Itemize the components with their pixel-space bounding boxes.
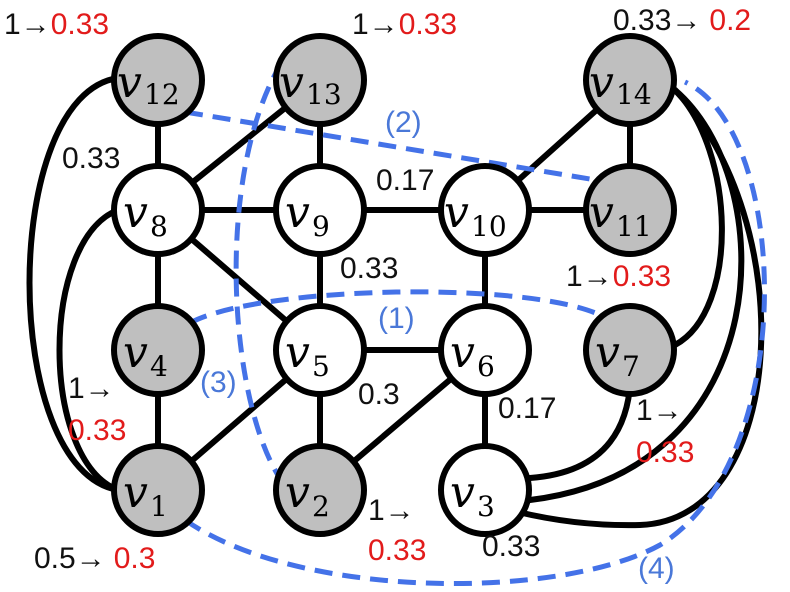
node-v10-sub: 10: [471, 210, 507, 243]
svg-text:v: v: [285, 187, 310, 238]
v1-annotation: 0.5→0.3: [34, 542, 155, 575]
edges: [155, 77, 634, 493]
weight-v9-v10: 0.17: [376, 164, 434, 197]
v14-annotation: 0.33→0.2: [613, 4, 751, 37]
dashed-path-1: [188, 289, 608, 326]
svg-text:v: v: [595, 327, 620, 378]
svg-text:v: v: [117, 57, 142, 108]
svg-text:v: v: [450, 467, 475, 518]
weight-v12-v8: 0.33: [62, 142, 120, 175]
weight-v6-v3: 0.17: [498, 392, 556, 425]
path-label-4: (4): [638, 552, 675, 585]
node-v13-sub: 13: [306, 78, 342, 111]
node-v5-sub: 5: [312, 350, 330, 383]
svg-text:v: v: [444, 187, 469, 238]
v13-annotation: 1→0.33: [352, 8, 457, 41]
svg-text:v: v: [450, 327, 475, 378]
svg-text:v: v: [589, 57, 614, 108]
path-labels: (1) (2) (3) (4): [200, 106, 675, 585]
dashed-path-4: [183, 79, 767, 586]
svg-text:v: v: [123, 327, 148, 378]
svg-text:v: v: [285, 467, 310, 518]
edge-weights: 0.33 0.17 0.33 0.3 0.17 0.33: [62, 142, 556, 563]
weight-v9-v5: 0.33: [340, 252, 398, 285]
node-v1-sub: 1: [150, 490, 168, 523]
node-v11-sub: 11: [616, 210, 652, 243]
svg-text:v: v: [589, 187, 614, 238]
v4-annotation-prefix: 1→: [68, 372, 115, 405]
v7-annotation-above: 1→0.33: [566, 260, 671, 293]
weight-v3-bottom: 0.33: [482, 530, 540, 563]
edge-v12-v1: [26, 75, 121, 493]
path-label-2: (2): [385, 106, 422, 139]
svg-text:v: v: [285, 327, 310, 378]
value-annotations: 1→0.33 1→0.33 0.33→0.2 1→0.33 1→ 0.33 1→…: [4, 4, 751, 575]
v7-annotation-value: 0.33: [636, 436, 694, 469]
node-v4-sub: 4: [150, 350, 168, 383]
v7-annotation-prefix: 1→: [636, 394, 683, 427]
v2-annotation-prefix: 1→: [368, 494, 415, 527]
path-label-3: (3): [200, 366, 237, 399]
v12-annotation: 1→0.33: [4, 8, 109, 41]
v4-annotation-value: 0.33: [68, 414, 126, 447]
node-v8-sub: 8: [150, 210, 168, 243]
edge-v14-v7: [672, 87, 725, 348]
node-v6-sub: 6: [477, 350, 495, 383]
svg-text:v: v: [279, 57, 304, 108]
curved-edges: [26, 75, 765, 529]
node-v7-sub: 7: [622, 350, 640, 383]
node-v3-sub: 3: [477, 490, 495, 523]
edge-v8-v1: [56, 207, 121, 493]
svg-text:v: v: [123, 467, 148, 518]
node-v14-sub: 14: [616, 78, 652, 111]
v2-annotation-value: 0.33: [368, 534, 426, 567]
node-v2-sub: 2: [312, 490, 330, 523]
path-label-1: (1): [378, 302, 415, 335]
dashed-paths: [183, 60, 767, 586]
weight-v5-v2: 0.3: [358, 378, 400, 411]
edge-v14-v3-b: [515, 87, 765, 529]
node-v9-sub: 9: [312, 210, 330, 243]
dashed-path-3: [233, 60, 294, 496]
node-v12-sub: 12: [144, 78, 180, 111]
svg-text:v: v: [123, 187, 148, 238]
